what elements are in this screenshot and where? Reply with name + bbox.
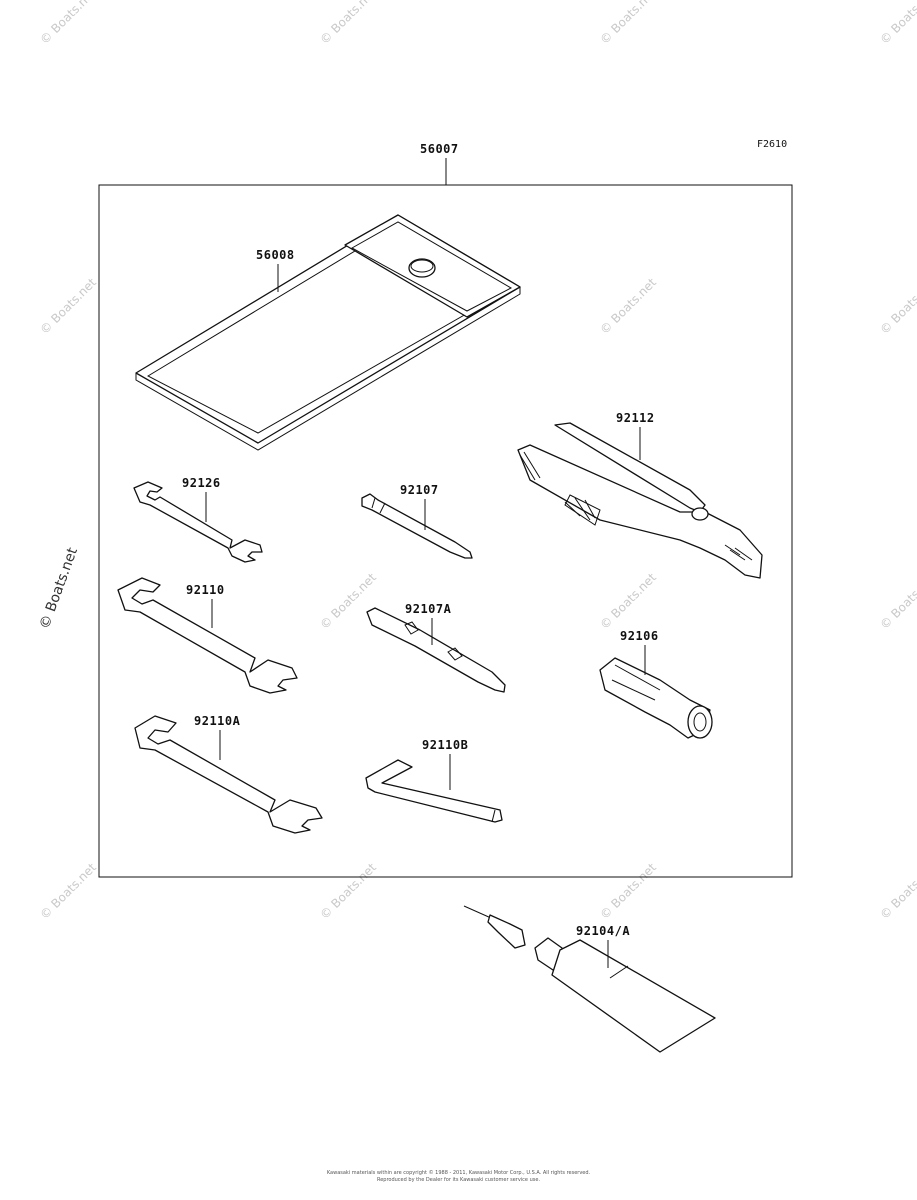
label-56008: 56008	[256, 248, 295, 262]
label-92107: 92107	[400, 483, 439, 497]
screwdriver-92107	[361, 493, 473, 559]
label-56007: 56007	[420, 142, 459, 156]
wrench-92126	[133, 481, 263, 563]
watermark: © Boats.net	[597, 860, 659, 922]
wrench-92110A	[134, 715, 323, 834]
watermark: © Boats.net	[317, 860, 379, 922]
watermark-side: © Boats.net	[37, 545, 81, 631]
label-92110: 92110	[186, 583, 225, 597]
watermark: © Boats.net	[597, 570, 659, 632]
copyright-line-1: Kawasaki materials within are copyright …	[326, 1170, 591, 1176]
assembly-frame	[98, 184, 793, 878]
watermark: © Boats.net	[877, 570, 917, 632]
label-92112: 92112	[616, 411, 655, 425]
watermark: © Boats.net	[37, 0, 99, 47]
copyright-line-2: Reproduced by the Dealer for its Kawasak…	[376, 1177, 541, 1183]
hex-key-92110B	[365, 759, 503, 823]
label-92106: 92106	[620, 629, 659, 643]
watermark: © Boats.net	[317, 0, 379, 47]
watermark: © Boats.net	[877, 0, 917, 47]
label-92110B: 92110B	[422, 738, 468, 752]
wrench-92110	[117, 577, 298, 694]
figure-code: F2610	[757, 139, 787, 150]
grease-tube-92104A	[463, 905, 716, 1053]
watermark: © Boats.net	[597, 0, 659, 47]
label-92126: 92126	[182, 476, 221, 490]
label-92110A: 92110A	[194, 714, 241, 728]
watermark: © Boats.net	[37, 860, 99, 922]
watermark: © Boats.net	[877, 275, 917, 337]
socket-92106	[599, 657, 713, 739]
screwdriver-92107A	[366, 607, 506, 693]
watermark: © Boats.net	[37, 275, 99, 337]
label-92107A: 92107A	[405, 602, 452, 616]
label-92104A: 92104/A	[576, 924, 630, 938]
watermark: © Boats.net	[317, 570, 379, 632]
watermark: © Boats.net	[597, 275, 659, 337]
watermark: © Boats.net	[877, 860, 917, 922]
tool-pouch-56008	[135, 214, 521, 451]
pliers-92112	[517, 422, 763, 579]
